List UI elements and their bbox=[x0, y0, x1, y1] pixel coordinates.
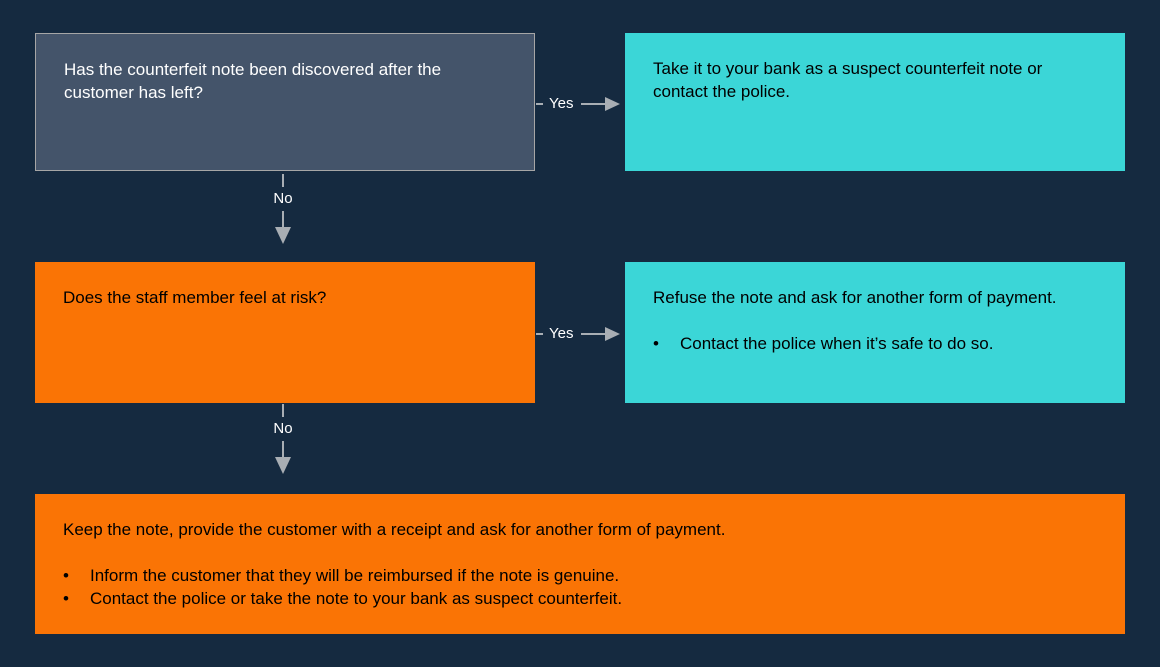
decision-text: Does the staff member feel at risk? bbox=[63, 288, 327, 307]
arrow-line bbox=[282, 441, 284, 457]
outcome-box-take-to-bank: Take it to your bank as a suspect counte… bbox=[625, 33, 1125, 171]
connector-stub bbox=[536, 333, 543, 335]
connector-no-middle: No bbox=[259, 404, 307, 474]
connector-yes-top: Yes bbox=[536, 94, 621, 113]
yes-label: Yes bbox=[549, 324, 574, 342]
outcome-text: Refuse the note and ask for another form… bbox=[653, 288, 1057, 307]
arrow-line bbox=[282, 211, 284, 227]
arrow-down-icon bbox=[275, 457, 291, 474]
connector-yes-middle: Yes bbox=[536, 324, 621, 343]
outcome-text: Take it to your bank as a suspect counte… bbox=[653, 59, 1043, 101]
bullet-icon: • bbox=[63, 566, 69, 585]
list-item: • Inform the customer that they will be … bbox=[63, 564, 1097, 587]
list-item-text: Contact the police or take the note to y… bbox=[90, 589, 623, 608]
bullet-icon: • bbox=[653, 334, 659, 353]
bullet-icon: • bbox=[63, 589, 69, 608]
bullet-list: • Contact the police when it’s safe to d… bbox=[653, 332, 1097, 355]
arrow-right-icon bbox=[605, 327, 621, 341]
list-item-text: Contact the police when it’s safe to do … bbox=[680, 334, 994, 353]
connector-stub bbox=[536, 103, 543, 105]
no-label: No bbox=[273, 190, 293, 207]
list-item: • Contact the police when it’s safe to d… bbox=[653, 332, 1097, 355]
bullet-list: • Inform the customer that they will be … bbox=[63, 564, 1097, 610]
list-item: • Contact the police or take the note to… bbox=[63, 587, 1097, 610]
decision-box-staff-at-risk: Does the staff member feel at risk? bbox=[35, 262, 535, 403]
arrow-line bbox=[581, 103, 606, 105]
decision-box-counterfeit-discovered: Has the counterfeit note been discovered… bbox=[35, 33, 535, 171]
no-label: No bbox=[273, 420, 293, 437]
arrow-down-icon bbox=[275, 227, 291, 244]
connector-no-top: No bbox=[259, 174, 307, 244]
connector-stub bbox=[282, 174, 284, 187]
yes-label: Yes bbox=[549, 94, 574, 112]
arrow-line bbox=[581, 333, 606, 335]
outcome-text: Keep the note, provide the customer with… bbox=[63, 520, 726, 539]
connector-stub bbox=[282, 404, 284, 417]
arrow-right-icon bbox=[605, 97, 621, 111]
outcome-box-refuse-note: Refuse the note and ask for another form… bbox=[625, 262, 1125, 403]
list-item-text: Inform the customer that they will be re… bbox=[90, 566, 620, 585]
decision-text: Has the counterfeit note been discovered… bbox=[64, 60, 442, 102]
outcome-box-keep-note: Keep the note, provide the customer with… bbox=[35, 494, 1125, 634]
